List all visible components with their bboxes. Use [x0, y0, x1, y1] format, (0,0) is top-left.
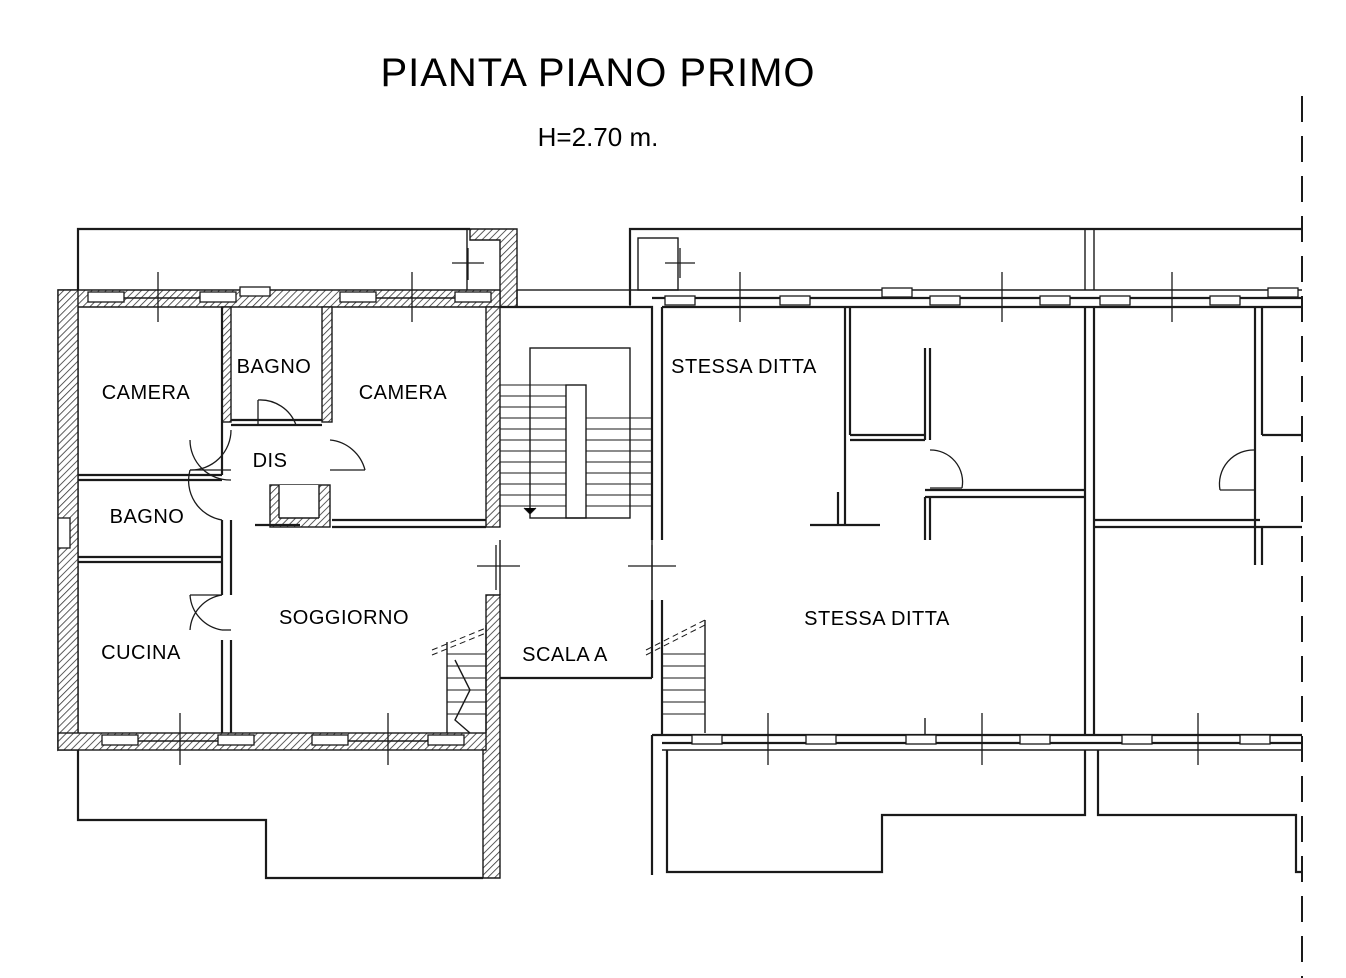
room-labels: CAMERA BAGNO CAMERA DIS BAGNO SOGGIORNO …: [101, 356, 950, 666]
stair-flights: [500, 384, 652, 515]
room-label-stessa-ditta-1: STESSA DITTA: [671, 356, 817, 378]
room-label-soggiorno: SOGGIORNO: [279, 607, 409, 629]
internal-staircase-left: [431, 625, 487, 734]
right-units: [628, 227, 1302, 875]
room-label-cucina: CUCINA: [101, 642, 181, 664]
internal-staircase-right: [645, 619, 706, 733]
room-label-bagno-2: BAGNO: [110, 506, 185, 528]
plan-subtitle: H=2.70 m.: [538, 122, 659, 152]
room-label-camera-1: CAMERA: [102, 382, 191, 404]
room-label-scala-a: SCALA A: [522, 644, 608, 666]
left-apartment: [57, 227, 520, 880]
room-label-dis: DIS: [253, 450, 288, 472]
plan-title: PIANTA PIANO PRIMO: [380, 51, 815, 95]
room-label-camera-2: CAMERA: [359, 382, 448, 404]
stairwell-scala-a: [499, 289, 676, 680]
room-label-bagno-1: BAGNO: [237, 356, 312, 378]
room-label-stessa-ditta-2: STESSA DITTA: [804, 608, 950, 630]
